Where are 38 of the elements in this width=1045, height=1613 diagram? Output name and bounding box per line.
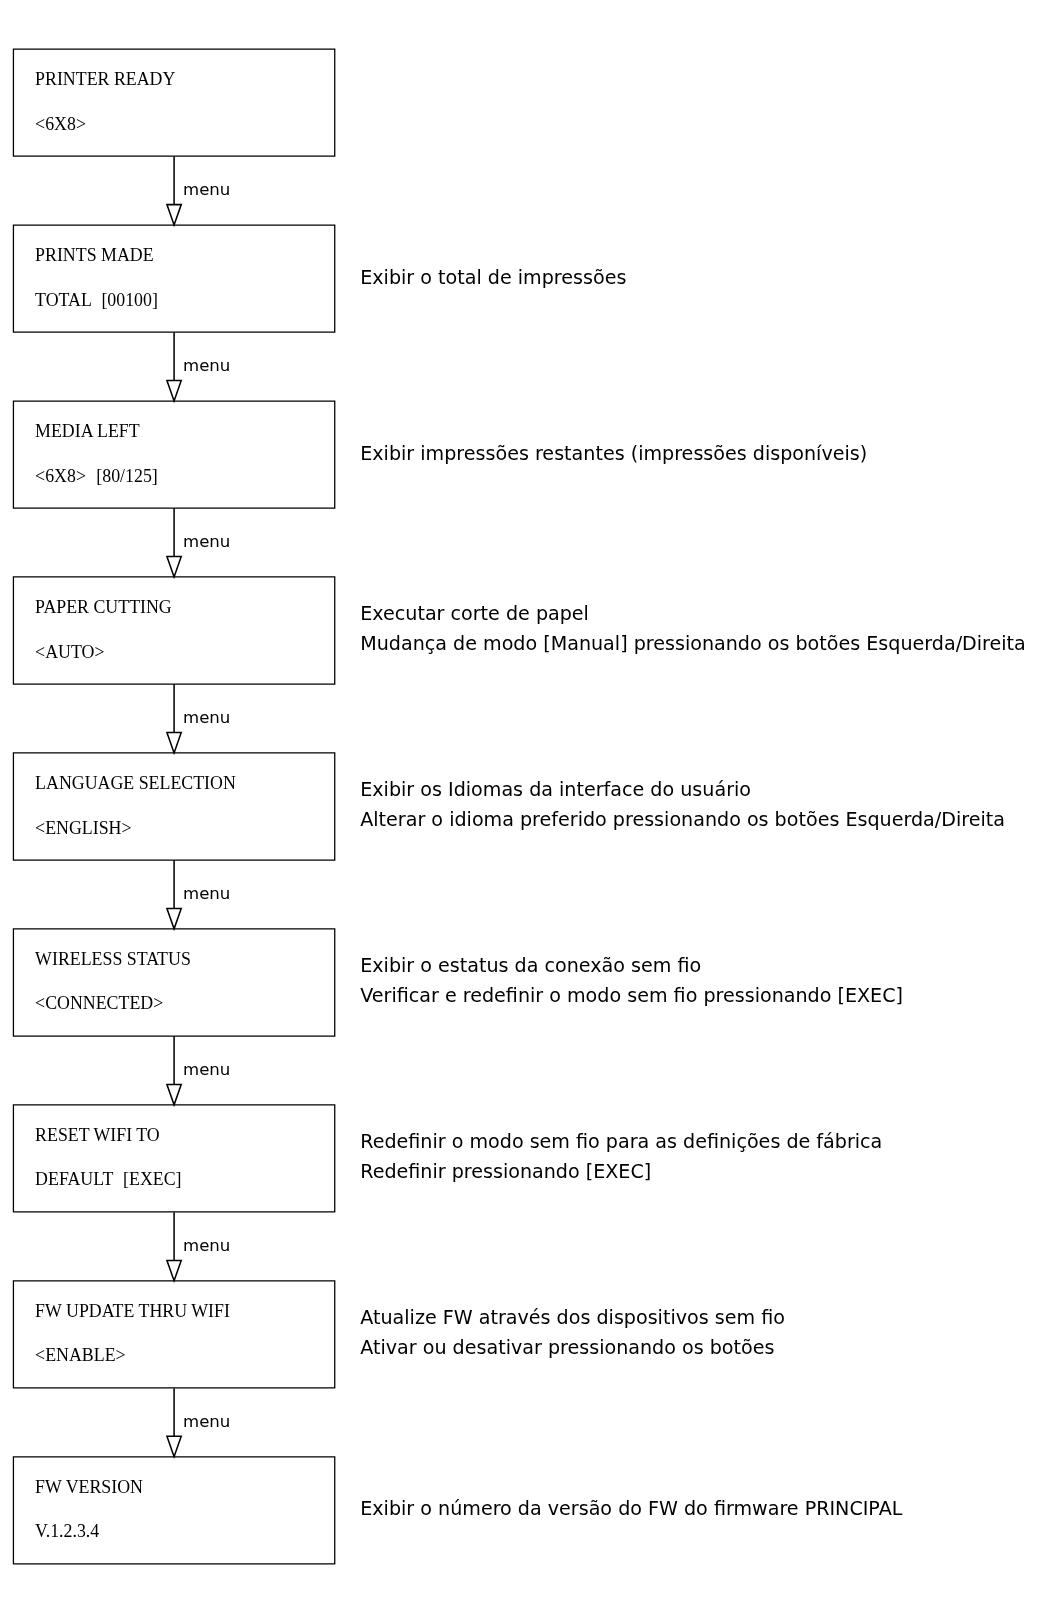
node-label: Exibir o total de impressões [360,265,627,289]
arrow [165,859,183,932]
node-box: PRINTS MADE TOTAL [00100] [12,224,336,333]
node-label: Exibir o número da versão do FW do firmware PRINCIPAL [360,1497,903,1521]
node-box: LANGUAGE SELECTION <ENGLISH> [12,752,336,861]
edge-label: menu [183,1411,231,1431]
arrow [165,331,183,404]
arrow [165,1387,183,1460]
node-box: PAPER CUTTING <AUTO> [12,576,336,685]
node-label: Verificar e redefinir o modo sem fio pressionando [EXEC] [360,983,903,1007]
edge-label: menu [183,531,231,551]
node-box: RESET WIFI TO DEFAULT [EXEC] [12,1104,336,1213]
node-label: Mudança de modo [Manual] pressionando os botões Esquerda/Direita [360,631,1026,655]
node-box: WIRELESS STATUS <CONNECTED> [12,928,336,1037]
arrow [165,507,183,580]
node-box: FW UPDATE THRU WIFI <ENABLE> [12,1280,336,1389]
arrow [165,1211,183,1284]
node-label: Exibir o estatus da conexão sem fio [360,954,702,978]
node-label: Exibir impressões restantes (impressões disponíveis) [360,441,868,465]
node-box: MEDIA LEFT <6X8> [80/125] [12,400,336,509]
arrow [165,1035,183,1108]
arrow [165,683,183,756]
node-box: FW VERSION V.1.2.3.4 [12,1456,336,1565]
arrow [165,155,183,228]
node-label: Redefinir pressionando [EXEC] [360,1159,652,1183]
node-label: Alterar o idioma preferido pressionando os botões Esquerda/Direita [360,807,1005,831]
node-label: Executar corte de papel [360,602,589,626]
edge-label: menu [183,883,231,903]
node-label: Exibir os Idiomas da interface do usuário [360,778,752,802]
node-label: Ativar ou desativar pressionando os botões [360,1335,775,1359]
edge-label: menu [183,707,231,727]
edge-label: menu [183,355,231,375]
node-label: Atualize FW através dos dispositivos sem fio [360,1306,785,1330]
node-label: Redefinir o modo sem fio para as definições de fábrica [360,1130,883,1154]
node-box: PRINTER READY <6X8> [12,48,336,157]
edge-label: menu [183,1235,231,1255]
edge-label: menu [183,179,231,199]
edge-label: menu [183,1059,231,1079]
